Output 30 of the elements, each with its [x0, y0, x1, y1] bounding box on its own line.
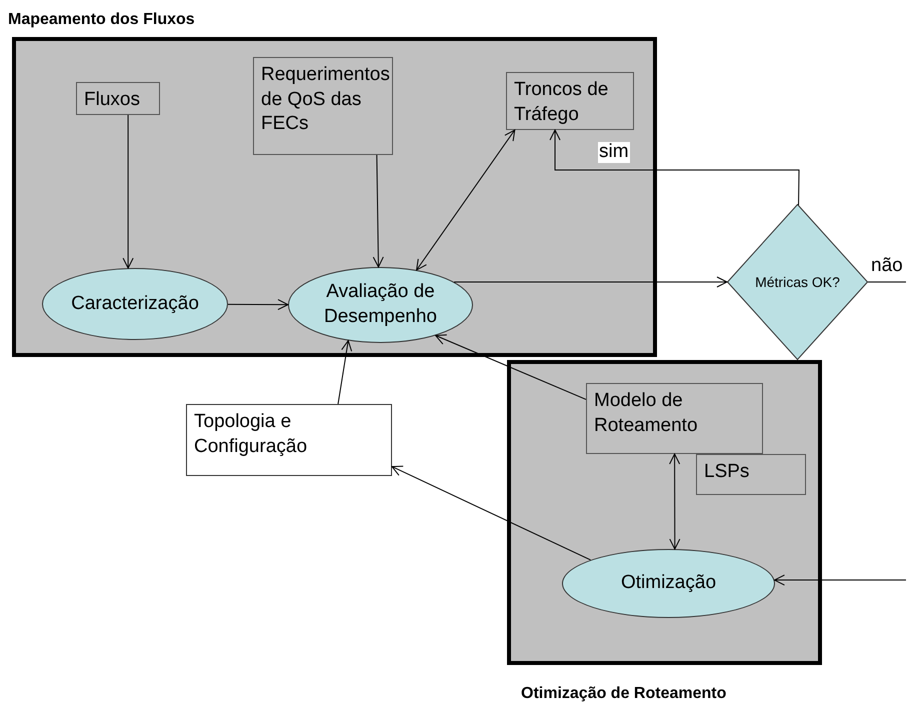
arrow — [550, 130, 800, 206]
arrow — [372, 154, 384, 268]
node-label: LSPs — [704, 461, 750, 482]
node-label: Métricas OK? — [755, 274, 840, 290]
edge-label: sim — [598, 142, 630, 163]
node-label: Modelo de Roteamento — [594, 390, 698, 436]
node-label: Avaliação de Desempenho — [322, 280, 438, 329]
arrow — [228, 299, 288, 310]
node-label: Fluxos — [84, 89, 140, 110]
arrow — [669, 454, 680, 550]
arrow — [338, 340, 352, 404]
arrow — [392, 466, 592, 560]
arrow — [122, 114, 134, 269]
process-box — [696, 454, 806, 495]
node-label: Caracterização — [71, 292, 199, 316]
node-label: Topologia e Configuração — [194, 411, 308, 457]
arrow — [454, 276, 728, 288]
process-box — [506, 72, 634, 130]
node-label: Requerimentos de QoS das FECs — [261, 64, 390, 134]
arrow — [435, 334, 586, 400]
process-box — [76, 82, 160, 115]
arrow — [416, 130, 516, 270]
node-label: Troncos de Tráfego — [514, 79, 608, 125]
process-box — [186, 404, 392, 476]
arrow — [774, 574, 906, 586]
node-label: Otimização — [620, 571, 716, 596]
process-box — [253, 57, 393, 155]
panel-heading: Mapeamento dos Fluxos — [8, 11, 195, 29]
panel-heading: Otimização de Roteamento — [521, 685, 726, 702]
process-box — [586, 383, 763, 454]
